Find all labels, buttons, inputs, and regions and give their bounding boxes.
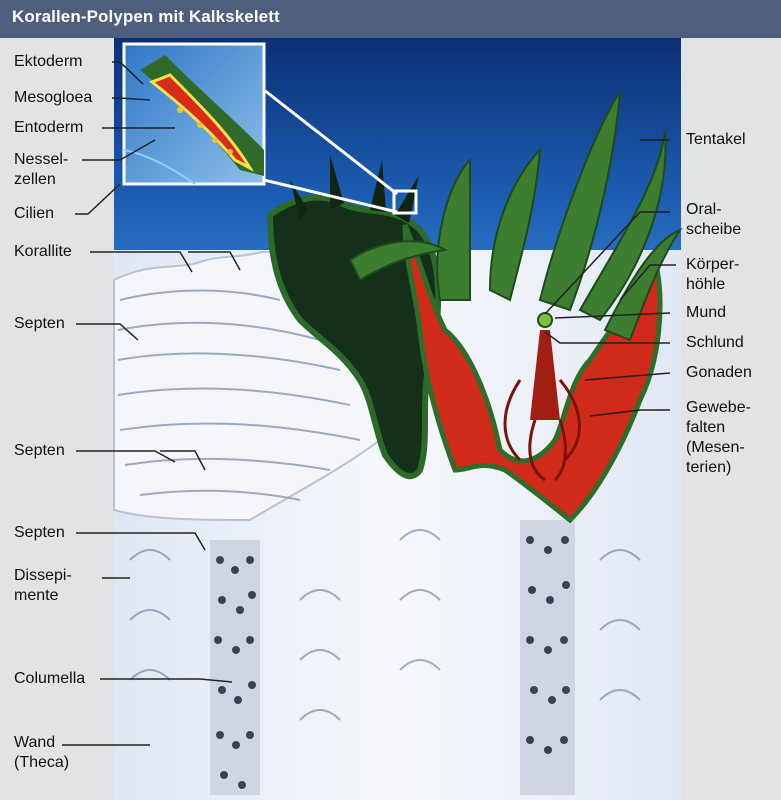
columella-left (210, 540, 260, 795)
label-oralscheibe: Oral- scheibe (686, 200, 741, 240)
label-gewebefalten: Gewebe- falten (Mesen- terien) (686, 398, 751, 478)
label-gonaden: Gonaden (686, 363, 752, 383)
tissue-inset (124, 44, 264, 184)
figure-title: Korallen-Polypen mit Kalkskelett (12, 7, 280, 27)
label-mund: Mund (686, 303, 726, 323)
label-septen-1: Septen (14, 314, 65, 334)
label-tentakel: Tentakel (686, 130, 746, 150)
label-wand: Wand (Theca) (14, 733, 69, 773)
label-ektoderm: Ektoderm (14, 52, 82, 72)
label-koerperhoehle: Körper- höhle (686, 255, 739, 295)
label-nesselzellen: Nessel- zellen (14, 150, 68, 190)
label-cilien: Cilien (14, 204, 54, 224)
label-columella: Columella (14, 669, 85, 689)
title-bar: Korallen-Polypen mit Kalkskelett (0, 0, 781, 38)
label-dissepimente: Dissepi- mente (14, 566, 72, 606)
label-korallite: Korallite (14, 242, 72, 262)
label-septen-3: Septen (14, 523, 65, 543)
coral-illustration (0, 38, 781, 800)
label-mesogloea: Mesogloea (14, 88, 92, 108)
mouth (538, 313, 552, 327)
label-schlund: Schlund (686, 333, 744, 353)
label-septen-2: Septen (14, 441, 65, 461)
label-entoderm: Entoderm (14, 118, 83, 138)
